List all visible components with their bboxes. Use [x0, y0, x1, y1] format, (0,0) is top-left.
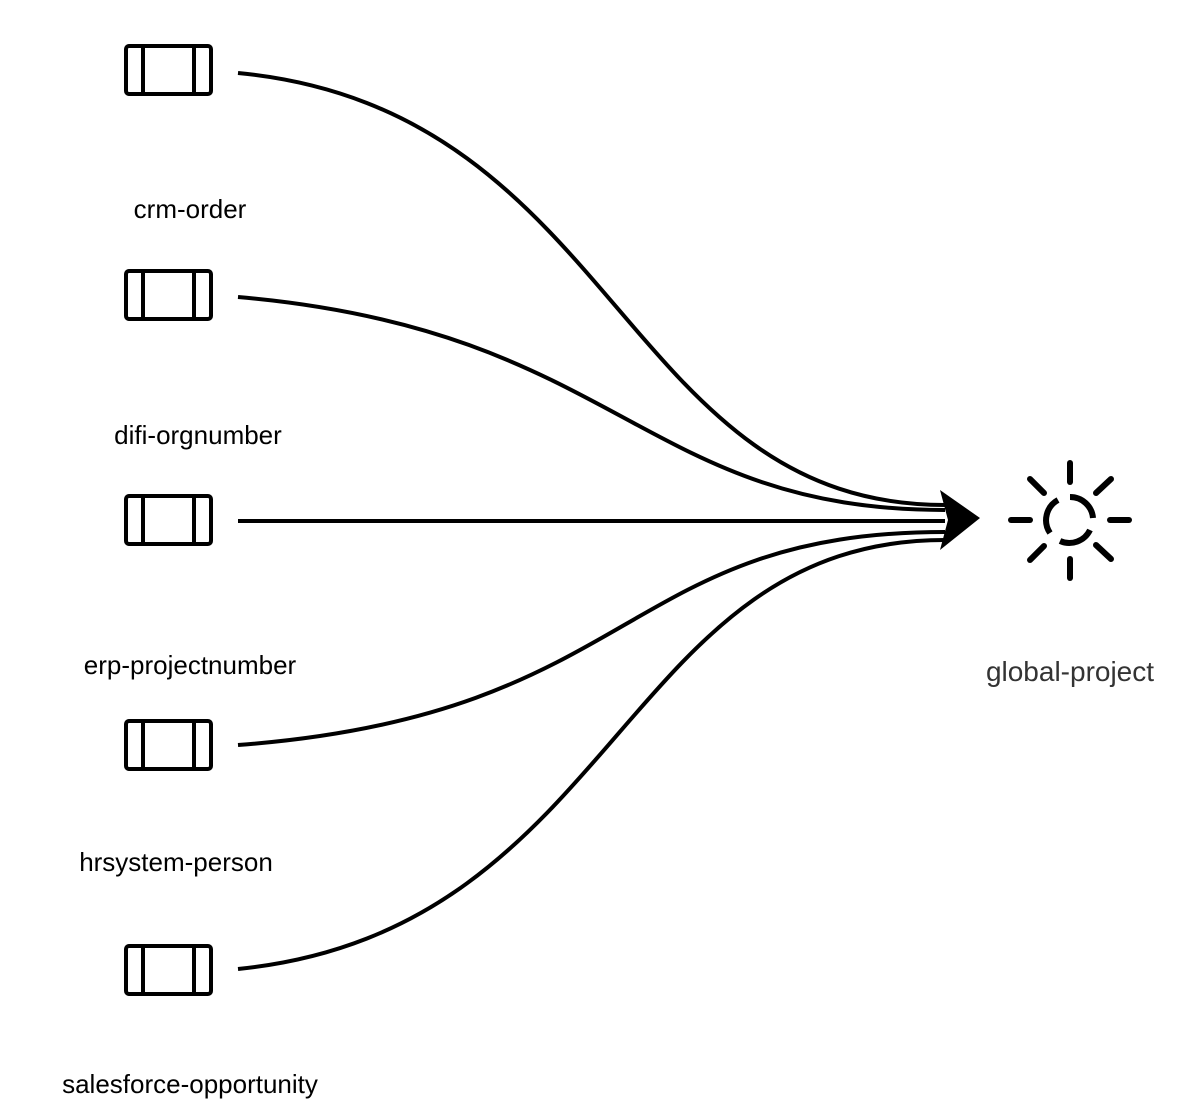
arrowhead	[940, 490, 980, 550]
source-node-salesforce-opportunity[interactable]: salesforce-opportunity	[62, 944, 318, 1099]
pipe-icon	[124, 944, 213, 996]
edge-hrsystem-person[interactable]	[237, 530, 946, 747]
source-node-crm-order[interactable]: crm-order	[124, 44, 247, 224]
target-label: global-project	[986, 656, 1154, 687]
pipe-icon	[124, 719, 213, 771]
source-label: difi-orgnumber	[114, 420, 282, 450]
edge-salesforce-opportunity[interactable]	[237, 538, 946, 971]
edge-difi-orgnumber[interactable]	[237, 295, 946, 512]
source-node-difi-orgnumber[interactable]: difi-orgnumber	[114, 269, 282, 450]
target-node-global-project[interactable]: global-project	[986, 460, 1154, 687]
source-node-hrsystem-person[interactable]: hrsystem-person	[79, 719, 273, 877]
edges	[237, 71, 946, 971]
pipe-icon	[124, 44, 213, 96]
source-label: crm-order	[134, 194, 247, 224]
pipe-icon	[124, 494, 213, 546]
source-label: erp-projectnumber	[84, 650, 297, 680]
pipe-icon	[124, 269, 213, 321]
source-node-erp-projectnumber[interactable]: erp-projectnumber	[84, 494, 297, 680]
edge-crm-order[interactable]	[237, 71, 946, 507]
source-label: hrsystem-person	[79, 847, 273, 877]
source-label: salesforce-opportunity	[62, 1069, 318, 1099]
sun-icon	[1008, 460, 1132, 581]
